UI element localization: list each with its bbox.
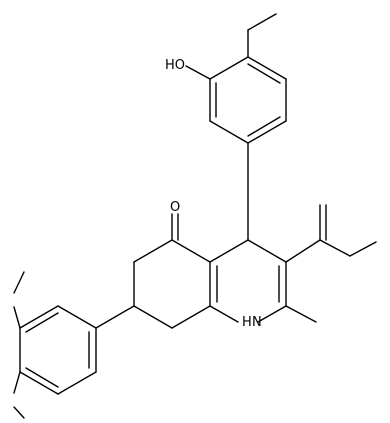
- bond: [209, 120, 249, 144]
- bond: [171, 305, 211, 329]
- bond: [13, 271, 25, 294]
- bond: [285, 305, 317, 323]
- bond: [247, 13, 277, 31]
- bond: [25, 312, 59, 333]
- atom-labels: HO O H N: [165, 58, 262, 330]
- bond: [133, 239, 173, 263]
- bond-lines: [13, 13, 377, 419]
- hydroxyl-label: HO: [165, 58, 185, 73]
- bond: [257, 305, 287, 323]
- bond: [285, 239, 321, 263]
- bond: [171, 239, 211, 263]
- bond: [13, 306, 21, 329]
- bond: [13, 406, 25, 419]
- bond: [209, 305, 239, 323]
- bond: [247, 120, 287, 144]
- bond: [133, 305, 173, 329]
- bond: [25, 367, 59, 388]
- bond: [185, 65, 211, 80]
- bond: [13, 371, 21, 394]
- bond: [247, 116, 281, 137]
- bond: [19, 305, 59, 329]
- bond: [57, 371, 97, 395]
- bond: [95, 305, 135, 329]
- bond: [209, 56, 249, 80]
- bond: [247, 56, 287, 80]
- bond: [247, 63, 281, 84]
- bond: [19, 371, 59, 395]
- amine-nitrogen-label: N: [252, 315, 262, 330]
- amine-hydrogen-label: H: [242, 315, 252, 330]
- bond: [247, 239, 287, 263]
- bond: [319, 239, 351, 257]
- bond: [57, 305, 97, 329]
- bond: [349, 241, 377, 257]
- bond: [209, 239, 249, 263]
- ketone-oxygen-label: O: [170, 200, 180, 215]
